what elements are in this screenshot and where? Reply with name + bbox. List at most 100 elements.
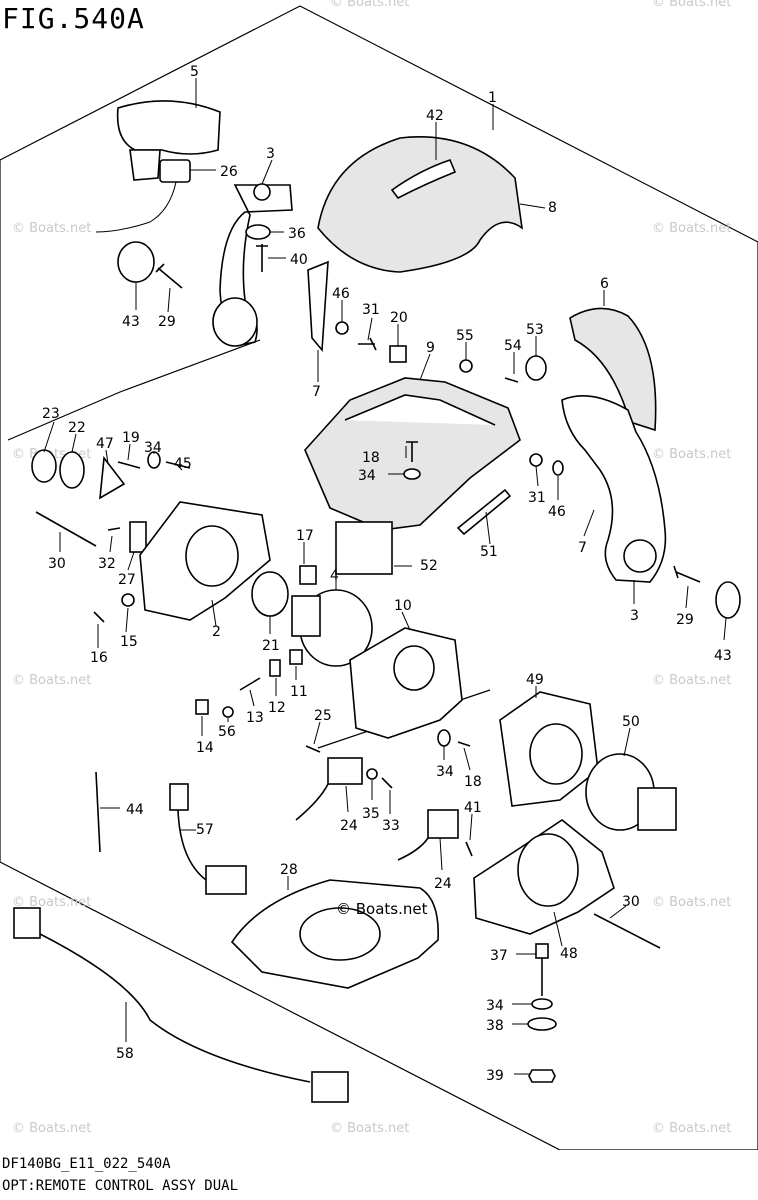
part-label: 18 [362, 450, 380, 466]
part-label: 39 [486, 1068, 504, 1084]
part-label: 53 [526, 322, 544, 338]
watermark-text: © Boats.net [652, 447, 731, 462]
bracket-part [129, 521, 147, 553]
part-label: 46 [548, 504, 566, 520]
spring-part [165, 461, 191, 469]
part-label: 25 [314, 708, 332, 724]
part-label: 48 [560, 946, 578, 962]
part-label: 56 [218, 724, 236, 740]
part-label: 50 [622, 714, 640, 730]
washer-part [366, 768, 378, 780]
part-label: 6 [600, 276, 609, 292]
part-label: 40 [290, 252, 308, 268]
bushing-part [251, 571, 289, 617]
connector-part [13, 907, 41, 939]
screw-part [457, 741, 471, 747]
block-part [289, 649, 303, 665]
watermark-text: © Boats.net [12, 673, 91, 688]
bracket-bore [393, 645, 435, 691]
harness-wire [39, 933, 311, 1083]
part-label: 7 [312, 384, 321, 400]
part-label: 44 [126, 802, 144, 818]
part-label: 7 [578, 540, 587, 556]
part-label: 18 [464, 774, 482, 790]
gasket-bore [299, 907, 381, 961]
bolt-head [535, 943, 549, 959]
washer-part [531, 998, 553, 1010]
part-label: 23 [42, 406, 60, 422]
cable-tie-part [95, 771, 101, 853]
watermark-inline: © Boats.net [336, 900, 428, 918]
part-label: 4 [330, 568, 339, 584]
long-bolt-part [35, 511, 97, 547]
control-arm-right-part [561, 394, 667, 583]
part-label: 43 [122, 314, 140, 330]
friction-clip-part [307, 260, 329, 353]
mount-bracket-bore [517, 833, 579, 907]
sensor-wire [397, 837, 429, 861]
part-label: 30 [48, 556, 66, 572]
screw-part [155, 263, 183, 289]
gear-housing-bore [529, 723, 583, 785]
part-label: 24 [340, 818, 358, 834]
connector-part [169, 783, 189, 811]
arm-pivot [253, 183, 271, 201]
o-ring-part [31, 449, 57, 483]
screw-part [358, 337, 377, 351]
nut-part [528, 1069, 556, 1083]
part-label: 24 [434, 876, 452, 892]
rod-part [456, 488, 512, 536]
part-label: 45 [174, 456, 192, 472]
lock-washer-part [245, 224, 271, 240]
part-label: 31 [528, 490, 546, 506]
watermark-text: © Boats.net [652, 895, 731, 910]
pad-part [335, 521, 393, 575]
part-label: 51 [480, 544, 498, 560]
watermark-text: © Boats.net [12, 221, 91, 236]
top-cover-part [317, 136, 524, 273]
block-part [269, 659, 281, 677]
part-label: 11 [290, 684, 308, 700]
screw-part [381, 777, 393, 789]
cover-slot [390, 159, 457, 200]
part-label: 47 [96, 436, 114, 452]
watermark-text: © Boats.net [12, 1121, 91, 1136]
clip-part [305, 745, 321, 753]
part-label: 38 [486, 1018, 504, 1034]
part-label: 14 [196, 740, 214, 756]
handle-grip-right-part [569, 307, 657, 432]
spring-part [239, 677, 261, 691]
washer-part [335, 321, 349, 335]
arm-hub [623, 539, 657, 573]
round-seal-part [715, 581, 741, 619]
screw-part [107, 527, 121, 531]
part-label: 42 [426, 108, 444, 124]
housing-rim [344, 394, 496, 426]
part-label: 34 [436, 764, 454, 780]
part-label: 3 [266, 146, 275, 162]
part-label: 41 [464, 800, 482, 816]
part-label: 16 [90, 650, 108, 666]
screw-part [93, 611, 105, 623]
part-label: 20 [390, 310, 408, 326]
block-part [195, 699, 209, 715]
part-label: 3 [630, 608, 639, 624]
watermark-text: © Boats.net [652, 0, 731, 10]
bolt-part [256, 244, 268, 272]
figure-title: FIG.540A [2, 2, 145, 35]
screw-part [406, 441, 418, 462]
watermark-text: © Boats.net [330, 0, 409, 10]
wire-connector-part [159, 159, 191, 183]
washer-part [527, 1017, 557, 1031]
harness-wire [177, 809, 207, 881]
part-label: 31 [362, 302, 380, 318]
round-seal-part [117, 241, 155, 283]
part-label: 19 [122, 430, 140, 446]
clip-part [525, 355, 547, 381]
washer-part [59, 451, 85, 489]
part-label: 54 [504, 338, 522, 354]
bushing-part [99, 455, 126, 500]
assembly-frame [0, 5, 758, 1150]
part-label: 36 [288, 226, 306, 242]
handle-grip-neck [129, 149, 161, 181]
